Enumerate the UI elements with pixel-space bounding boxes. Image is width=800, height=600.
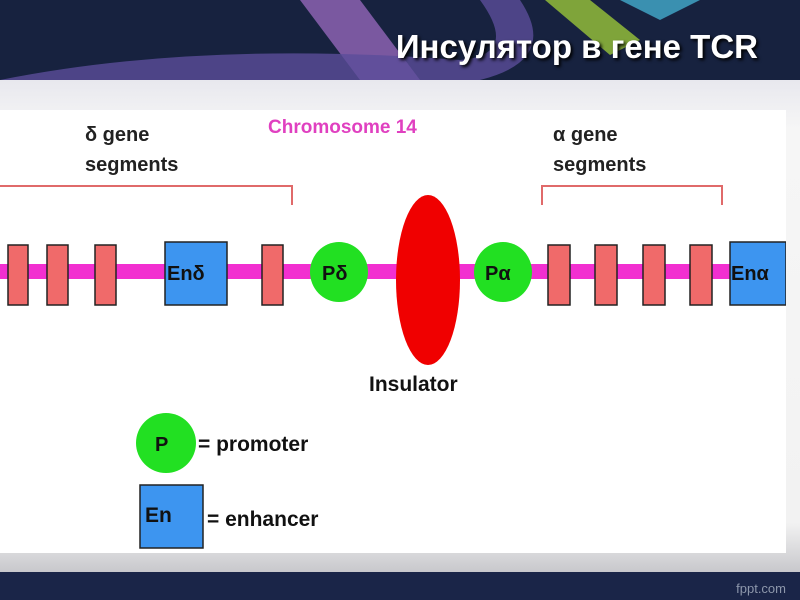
footer-credit: fppt.com [736, 581, 786, 596]
delta-segment [94, 244, 117, 306]
diagram-panel: Chromosome 14 δ gene segments α gene seg… [0, 110, 787, 553]
alpha-segment [642, 244, 666, 306]
legend-promoter-symbol: P [155, 434, 168, 456]
promoter-alpha [474, 242, 532, 302]
delta-label-line1: δ gene [85, 124, 149, 146]
delta-segment [46, 244, 69, 306]
alpha-segment [547, 244, 571, 306]
legend-enhancer-icon [139, 484, 204, 549]
delta-segment [261, 244, 284, 306]
dna-decoration [0, 0, 700, 80]
legend-promoter-icon [136, 413, 196, 473]
promoter-alpha-label: Pα [485, 263, 511, 285]
alpha-bracket [541, 185, 723, 205]
promoter-delta-label: Pδ [322, 263, 347, 285]
slide-header: Инсулятор в гене TCR [0, 0, 800, 80]
legend-enhancer-text: = enhancer [207, 508, 318, 531]
slide-title: Инсулятор в гене TCR [395, 28, 758, 65]
alpha-segment [689, 244, 713, 306]
chromosome-line [0, 264, 786, 279]
insulator-label: Insulator [369, 373, 458, 396]
delta-bracket [0, 185, 293, 205]
delta-segment [7, 244, 29, 306]
enhancer-alpha-label: Enα [731, 263, 770, 285]
legend-enhancer-symbol: En [145, 504, 172, 527]
tcr-insulator-diagram: Chromosome 14 δ gene segments α gene seg… [0, 117, 787, 549]
insulator [396, 195, 460, 365]
enhancer-delta-label: Enδ [167, 263, 205, 285]
alpha-segment [594, 244, 618, 306]
alpha-label-line2: segments [553, 154, 646, 176]
alpha-label-line1: α gene [553, 124, 618, 146]
promoter-delta [310, 242, 368, 302]
legend-promoter-text: = promoter [198, 433, 308, 456]
delta-label-line2: segments [85, 154, 178, 176]
enhancer-delta-box [164, 241, 228, 306]
chromosome-label: Chromosome 14 [268, 117, 417, 138]
enhancer-alpha-box [729, 241, 787, 306]
